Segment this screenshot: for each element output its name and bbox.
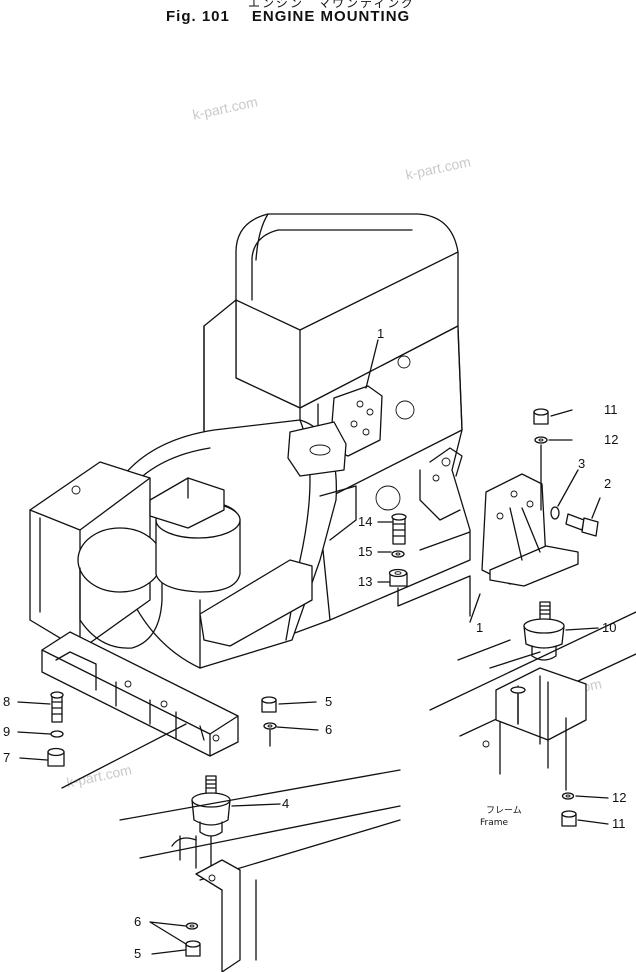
- upper-left-bracket: [288, 340, 382, 476]
- callout-11: 11: [604, 402, 618, 417]
- callout-4: 4: [282, 796, 290, 811]
- leader-line: [420, 532, 470, 550]
- callout-9: 9: [3, 724, 11, 739]
- title-japanese: エンジン マウンティング: [248, 0, 416, 10]
- right-upper-nut-washer: [534, 409, 572, 510]
- figure-title: ENGINE MOUNTING: [251, 8, 411, 25]
- right-mount: [524, 602, 598, 660]
- callout-6: 6: [325, 722, 333, 737]
- callout-7: 7: [3, 750, 11, 765]
- callout-12: 12: [612, 790, 627, 805]
- right-bracket: [470, 470, 600, 622]
- right-frame: [430, 612, 636, 826]
- callout-5: 5: [325, 694, 333, 709]
- frame-label: Frame: [480, 818, 509, 828]
- callout-15: 15: [358, 544, 373, 559]
- callout-12: 12: [604, 432, 619, 447]
- left-mount: [192, 776, 280, 880]
- callout-1: 1: [476, 620, 484, 635]
- left-hardware: [18, 692, 64, 766]
- callout-5: 5: [134, 946, 142, 961]
- left-bracket: [42, 632, 238, 788]
- callout-3: 3: [578, 456, 586, 471]
- frame-label-jp: フレーム: [486, 806, 522, 816]
- callout-8: 8: [3, 694, 11, 709]
- left-upper-nut-washer: [262, 697, 318, 746]
- page-title: Fig. 101 ENGINE MOUNTING: [166, 8, 410, 25]
- center-hardware: [378, 514, 470, 606]
- figure-number: Fig. 101: [166, 8, 230, 25]
- intake-housing: [30, 420, 356, 668]
- callout-1: 1: [377, 326, 385, 341]
- callout-2: 2: [604, 476, 612, 491]
- callout-10: 10: [602, 620, 617, 635]
- callout-13: 13: [358, 574, 373, 589]
- callout-14: 14: [358, 514, 373, 529]
- left-frame: [120, 770, 400, 972]
- callout-6: 6: [134, 914, 142, 929]
- callout-11: 11: [612, 816, 626, 831]
